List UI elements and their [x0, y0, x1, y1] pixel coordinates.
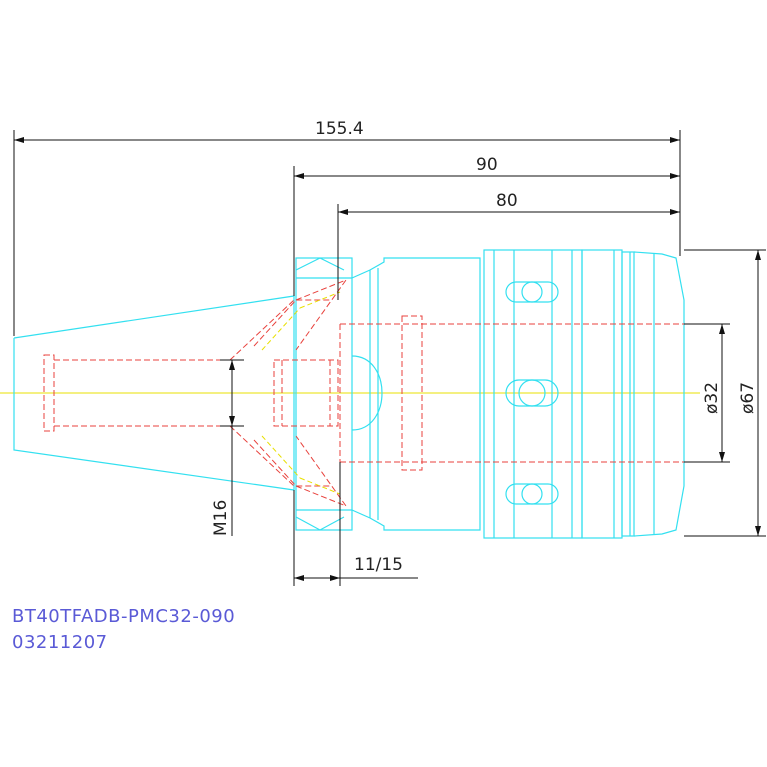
dim-thread: M16 [211, 500, 231, 536]
dimension-lines [13, 130, 766, 586]
dim-overall-length: 155.4 [315, 119, 364, 139]
dim-length-from-flange: 90 [476, 155, 498, 175]
dim-outer-diameter: ø67 [738, 382, 758, 414]
part-number: BT40TFADB-PMC32-090 [12, 606, 235, 627]
hidden-lines [43, 278, 684, 508]
pitch-lines [261, 291, 341, 495]
part-code: 03211207 [12, 632, 108, 653]
dim-bore-diameter: ø32 [702, 382, 722, 414]
tool-outline [13, 249, 685, 539]
dim-length-from-gauge: 80 [496, 191, 518, 211]
dim-flange-offset: 11/15 [354, 555, 403, 575]
dimension-arrows [14, 137, 761, 581]
